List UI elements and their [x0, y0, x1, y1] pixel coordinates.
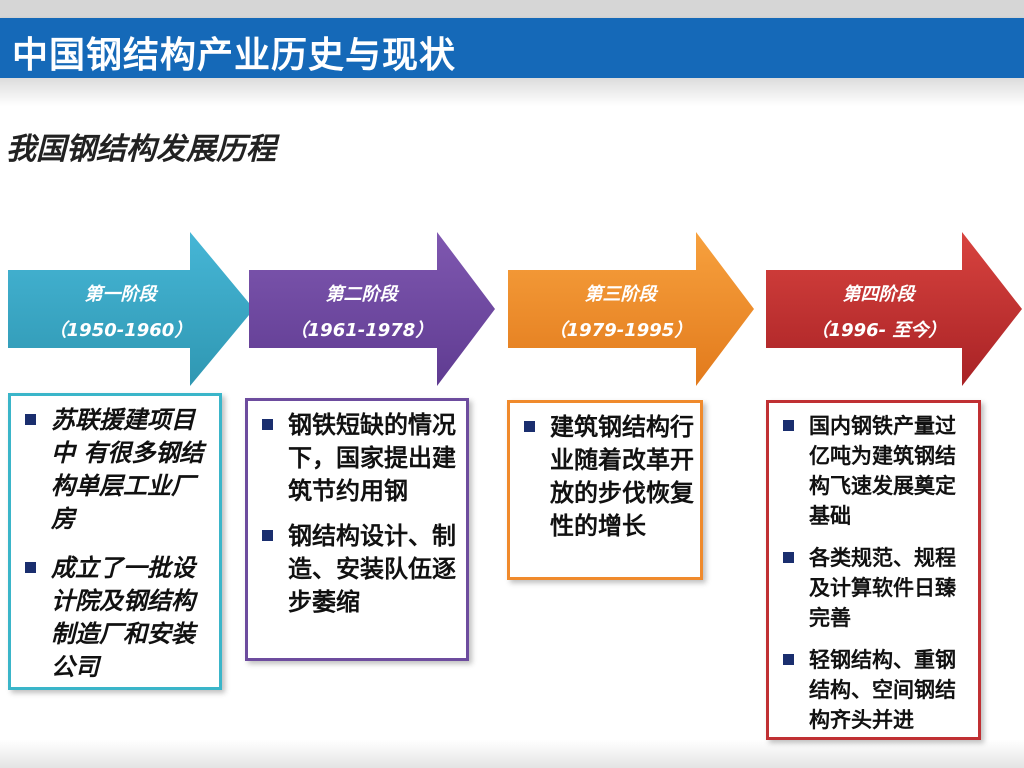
arrow-shape-1	[8, 232, 254, 386]
stage-years: （1961-1978）	[289, 320, 434, 341]
title-bar: 中国钢结构产业历史与现状	[0, 18, 1024, 78]
stage-arrow-1: 第一阶段 （1950-1960）	[8, 232, 254, 386]
arrow-shape-2	[249, 232, 495, 386]
bullet-icon	[25, 414, 36, 425]
stage-2-details: 钢铁短缺的情况下，国家提出建筑节约用钢 钢结构设计、制造、安装队伍逐步萎缩	[245, 398, 469, 661]
stage-arrow-4: 第四阶段 （1996- 至今）	[766, 232, 1022, 386]
title-shadow	[0, 78, 1024, 106]
list-item-text: 各类规范、规程及计算软件日臻完善	[809, 546, 956, 630]
list-item: 苏联援建项目中 有很多钢结构单层工业厂房	[21, 404, 213, 536]
stage-name: 第一阶段	[84, 284, 157, 305]
list-item: 成立了一批设计院及钢结构制造厂和安装公司	[21, 552, 213, 684]
section-subtitle: 我国钢结构发展历程	[6, 132, 276, 167]
page-title: 中国钢结构产业历史与现状	[12, 35, 457, 76]
bullet-icon	[262, 419, 273, 430]
arrow-shape-3	[508, 232, 754, 386]
bullet-icon	[783, 552, 794, 563]
bullet-icon	[25, 562, 36, 573]
arrow-shape-4	[766, 232, 1022, 386]
bullet-icon	[524, 421, 535, 432]
list-item: 钢结构设计、制造、安装队伍逐步萎缩	[258, 520, 460, 619]
list-item: 钢铁短缺的情况下，国家提出建筑节约用钢	[258, 409, 460, 508]
stage-name: 第三阶段	[584, 284, 657, 305]
list-item-text: 钢结构设计、制造、安装队伍逐步萎缩	[288, 522, 456, 616]
list-item: 建筑钢结构行业随着改革开放的步伐恢复性的增长	[520, 411, 694, 543]
stage-arrow-3: 第三阶段 （1979-1995）	[508, 232, 754, 386]
stage-3-details: 建筑钢结构行业随着改革开放的步伐恢复性的增长	[507, 400, 703, 580]
list-item-text: 苏联援建项目中 有很多钢结构单层工业厂房	[51, 406, 204, 533]
stage-name: 第二阶段	[325, 284, 398, 305]
list-item: 国内钢铁产量过亿吨为建筑钢结构飞速发展奠定基础	[779, 411, 972, 531]
stage-arrow-2: 第二阶段 （1961-1978）	[249, 232, 495, 386]
top-strip	[0, 0, 1024, 18]
bullet-icon	[783, 654, 794, 665]
list-item-text: 成立了一批设计院及钢结构制造厂和安装公司	[51, 554, 195, 681]
bullet-icon	[783, 420, 794, 431]
stage-name: 第四阶段	[842, 284, 915, 305]
list-item: 轻钢结构、重钢结构、空间钢结构齐头并进	[779, 645, 972, 735]
list-item: 各类规范、规程及计算软件日臻完善	[779, 543, 972, 633]
list-item-text: 国内钢铁产量过亿吨为建筑钢结构飞速发展奠定基础	[809, 414, 956, 528]
bullet-icon	[262, 530, 273, 541]
stage-1-details: 苏联援建项目中 有很多钢结构单层工业厂房 成立了一批设计院及钢结构制造厂和安装公…	[8, 393, 222, 690]
stage-4-details: 国内钢铁产量过亿吨为建筑钢结构飞速发展奠定基础 各类规范、规程及计算软件日臻完善…	[766, 400, 981, 740]
list-item-text: 钢铁短缺的情况下，国家提出建筑节约用钢	[288, 411, 456, 505]
stage-years: （1950-1960）	[48, 320, 193, 341]
list-item-text: 建筑钢结构行业随着改革开放的步伐恢复性的增长	[550, 413, 694, 540]
stage-years: （1996- 至今）	[810, 320, 947, 341]
stage-years: （1979-1995）	[548, 320, 693, 341]
list-item-text: 轻钢结构、重钢结构、空间钢结构齐头并进	[809, 648, 956, 732]
